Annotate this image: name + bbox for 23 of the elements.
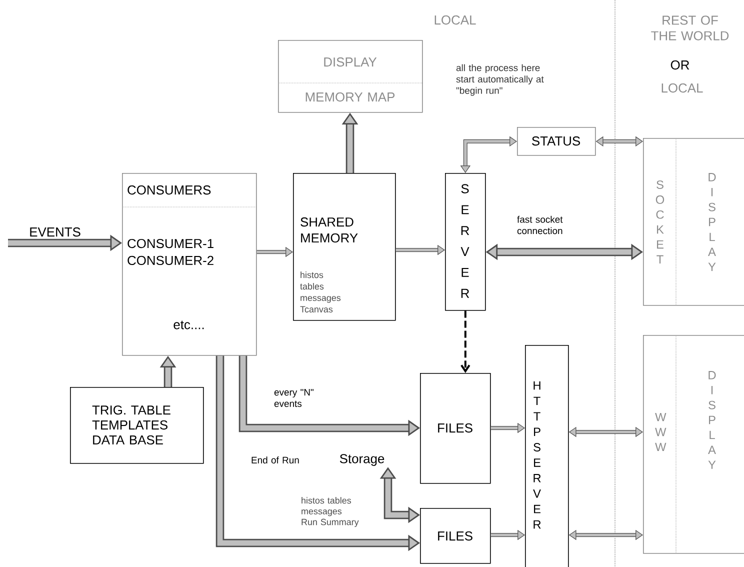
- edge-label: every "N" events: [274, 389, 314, 407]
- edge-label: End of Run: [252, 456, 299, 464]
- files-box: FILES: [420, 373, 491, 484]
- storage-label: Storage: [340, 454, 384, 466]
- dashed-arrow: [460, 310, 470, 373]
- region-heading: LOCAL: [434, 15, 476, 25]
- edge-label: EVENTS: [30, 227, 80, 237]
- display-panel: S O C K E T D I S P L A Y: [643, 138, 744, 306]
- display-panel: W W W D I S P L A Y: [643, 334, 744, 554]
- server-column: H T T P S E R V E R: [525, 345, 569, 567]
- memory-box: SHARED MEMORY histos tables messages Tcanvas: [293, 173, 396, 321]
- files-box: FILES: [420, 508, 491, 564]
- server-box: S E R V E R: [445, 173, 486, 311]
- region-heading: LOCAL: [662, 83, 703, 93]
- region-heading: OR: [670, 60, 690, 70]
- database-box: TRIG. TABLE TEMPLATES DATA BASE: [70, 387, 204, 464]
- consumer-box: CONSUMERS CONSUMER-1 CONSUMER-2 etc....: [122, 173, 257, 356]
- region-heading: REST OF THE WORLD: [651, 16, 729, 40]
- note-text: all the process here start automatically at "begin run": [456, 64, 544, 96]
- display-box: DISPLAY MEMORY MAP: [278, 40, 423, 113]
- note-text: histos tables messages Run Summary: [302, 497, 359, 527]
- status-box: STATUS: [517, 127, 596, 156]
- edge-label: fast socket connection: [517, 216, 563, 234]
